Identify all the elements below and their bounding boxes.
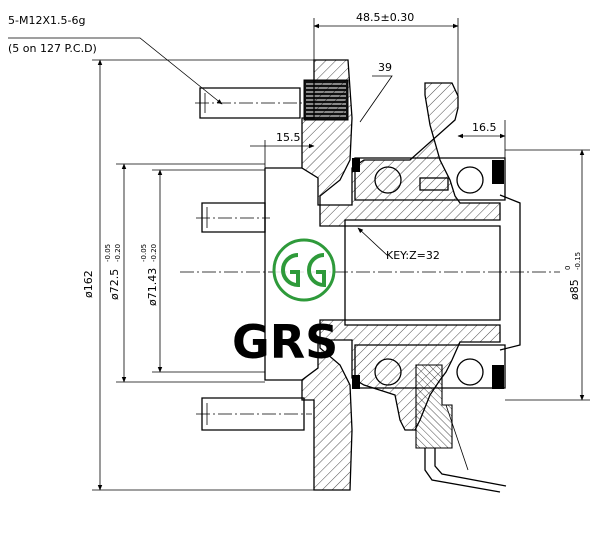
ball-upper-left [374,166,402,194]
stud-top [199,87,301,119]
hub-flange-lower [301,319,501,491]
stud-middle [201,202,266,233]
bearing-lower [352,344,506,389]
dim-dia-72-5-upper-tol: -0.05 [104,244,112,262]
bore [345,225,501,321]
flange-face [264,168,302,381]
hub-flange-upper [301,59,501,227]
grs-logo: GRS [232,238,338,369]
dim-flange-offset: 15.5 [276,131,301,144]
stud-spec-label: 5-M12X1.5-6g [8,14,85,27]
dim-hub-width: 48.5±0.30 [356,11,414,24]
angle-label: 39 [378,61,392,74]
spline-key-label: KEY:Z=32 [386,249,440,262]
dim-dia-85-lower-tol: -0.15 [574,252,582,270]
bearing-upper [352,157,506,201]
stud-pcd-label: (5 on 127 P.C.D) [8,42,97,55]
stud-bottom [201,397,305,431]
bearing-outer-cap [499,194,521,351]
dim-dia-72-5-lower-tol: -0.20 [114,244,122,262]
logo-green-g-left [281,253,300,288]
ball-lower-right [456,358,484,386]
dim-dia-85-upper-tol: 0 [564,266,572,270]
abs-sensor [415,364,507,493]
dim-bearing-offset: 16.5 [472,121,497,134]
dim-dia-71-43-upper-tol: -0.05 [140,244,148,262]
dim-dia-85: ø85 [568,279,581,300]
ball-lower-left [374,358,402,386]
dim-dia-71-43-lower-tol: -0.20 [150,244,158,262]
dim-dia-72-5: ø72.5 [108,269,121,300]
logo-green-g-right [307,253,326,288]
ball-upper-right [456,166,484,194]
dim-dia-71-43: ø71.43 [146,268,159,306]
logo-grs-text: GRS [232,315,338,369]
dim-dia-162: ø162 [82,270,95,298]
